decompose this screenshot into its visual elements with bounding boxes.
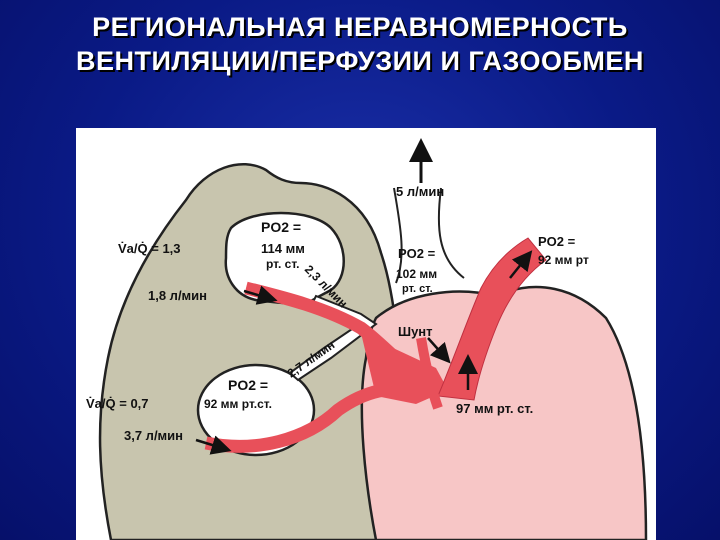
total-ventilation-label: 5 л/мин xyxy=(396,184,444,199)
mixed-alveolar-po2-label: PO2 = xyxy=(398,246,436,261)
slide-title: РЕГИОНАЛЬНАЯ НЕРАВНОМЕРНОСТЬ ВЕНТИЛЯЦИИ/… xyxy=(0,10,720,78)
lower-vq-ratio: V̇a/Q̇ = 0,7 xyxy=(86,396,149,411)
lower-alveolus xyxy=(196,363,316,457)
upper-blood-flow: 1,8 л/мин xyxy=(148,288,207,303)
lower-alveolus-po2-value: 92 мм рт.ст. xyxy=(204,397,272,411)
upper-alveolus-po2-label: PO2 = xyxy=(261,219,301,235)
shunt-label: Шунт xyxy=(398,324,433,339)
upper-alveolus-po2-unit: рт. ст. xyxy=(266,257,300,271)
mixed-blood-po2: 97 мм рт. ст. xyxy=(456,401,533,416)
lower-alveolus-po2-label: PO2 = xyxy=(228,377,268,393)
upper-vq-ratio: V̇a/Q̇ = 1,3 xyxy=(118,241,181,256)
trachea-outline xyxy=(393,187,465,284)
upper-alveolus-po2-value: 114 мм xyxy=(261,241,305,256)
vq-diagram: 5 л/мин PO2 = 114 мм рт. ст. V̇a/Q̇ = 1,… xyxy=(86,138,648,540)
lower-blood-flow: 3,7 л/мин xyxy=(124,428,183,443)
mixed-alveolar-po2-value: 102 мм xyxy=(396,267,437,281)
slide-title-line-1: РЕГИОНАЛЬНАЯ НЕРАВНОМЕРНОСТЬ xyxy=(92,12,628,42)
arterial-po2-value: 92 мм рт xyxy=(538,253,589,267)
arterial-arrow xyxy=(509,250,533,279)
slide-title-line-2: ВЕНТИЛЯЦИИ/ПЕРФУЗИИ И ГАЗООБМЕН xyxy=(76,46,644,76)
arterial-po2-label: PO2 = xyxy=(538,234,576,249)
upper-blood-arrow xyxy=(243,285,278,305)
diagram-panel: 5 л/мин PO2 = 114 мм рт. ст. V̇a/Q̇ = 1,… xyxy=(76,128,656,540)
shunt-arrow xyxy=(427,337,451,364)
lower-blood-arrow xyxy=(195,435,232,455)
vessel-shunt xyxy=(416,337,443,410)
mixed-alveolar-po2-unit: рт. ст. xyxy=(402,283,433,295)
